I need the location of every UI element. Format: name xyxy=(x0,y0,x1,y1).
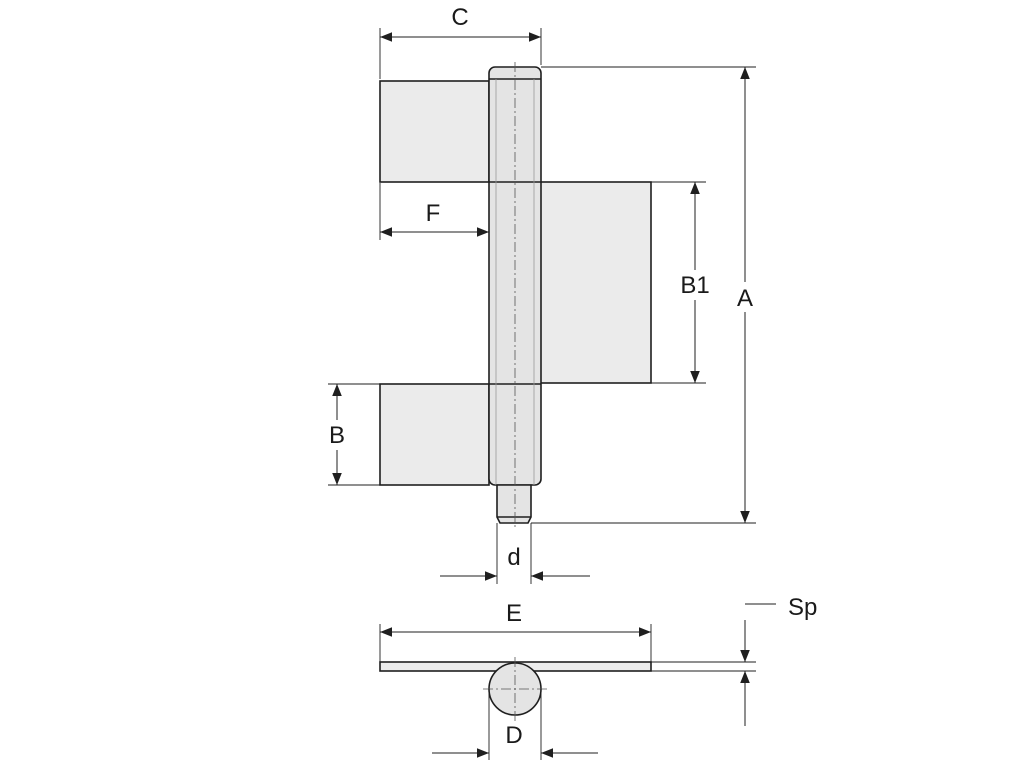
label-d: d xyxy=(507,544,520,571)
hinge-top-view xyxy=(379,657,652,721)
dimension-B1: B1 xyxy=(651,181,714,384)
hinge-front-view xyxy=(379,62,652,528)
label-C: C xyxy=(451,4,468,31)
label-B: B xyxy=(329,422,345,449)
dimension-F: F xyxy=(379,183,489,240)
dimension-C: C xyxy=(379,4,542,79)
dimension-B: B xyxy=(326,383,380,486)
dimension-E: E xyxy=(379,600,652,662)
label-A-backing xyxy=(733,282,757,312)
label-A: A xyxy=(737,285,753,312)
upper-leaf xyxy=(379,80,490,183)
label-D: D xyxy=(505,722,522,749)
dimension-A: A xyxy=(531,66,757,524)
label-B1-backing xyxy=(676,270,714,300)
label-B1: B1 xyxy=(680,272,709,299)
dimension-d: d xyxy=(440,523,590,584)
label-B-backing xyxy=(326,420,348,450)
label-E: E xyxy=(506,600,522,627)
middle-leaf xyxy=(539,181,652,384)
dimension-Sp: Sp xyxy=(651,594,817,726)
label-F: F xyxy=(426,200,441,227)
dimension-D: D xyxy=(432,689,598,760)
lower-leaf xyxy=(379,383,490,486)
label-Sp: Sp xyxy=(788,594,817,621)
